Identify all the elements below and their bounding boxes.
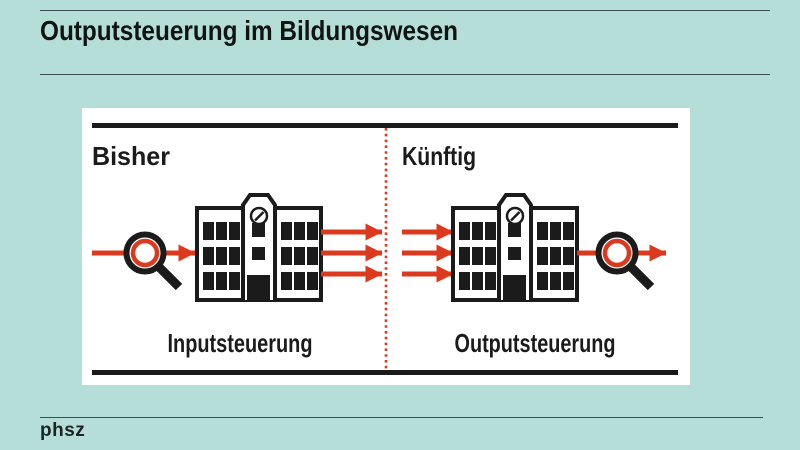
input-steering-group: Inputsteuerung [92,193,383,358]
steering-diagram: Bisher Künftig Inputsteuerung Out [92,123,678,375]
footer-rule [40,417,763,418]
left-caption: Inputsteuerung [168,328,313,358]
school-building-icon [195,193,323,302]
top-rule [40,10,770,11]
phsz-logo: phsz [40,420,86,441]
left-heading: Bisher [92,141,170,171]
magnifier-icon [127,235,180,288]
page-title: Outputsteuerung im Bildungswesen [40,15,458,46]
output-steering-group: Outputsteuerung [402,193,667,358]
diagram-panel: Bisher Künftig Inputsteuerung Out [82,108,690,385]
under-title-rule [40,74,770,75]
right-heading: Künftig [402,141,476,171]
title-block: Outputsteuerung im Bildungswesen [40,15,458,46]
right-caption: Outputsteuerung [455,328,616,358]
school-building-icon [451,193,579,302]
magnifier-icon [599,235,652,288]
